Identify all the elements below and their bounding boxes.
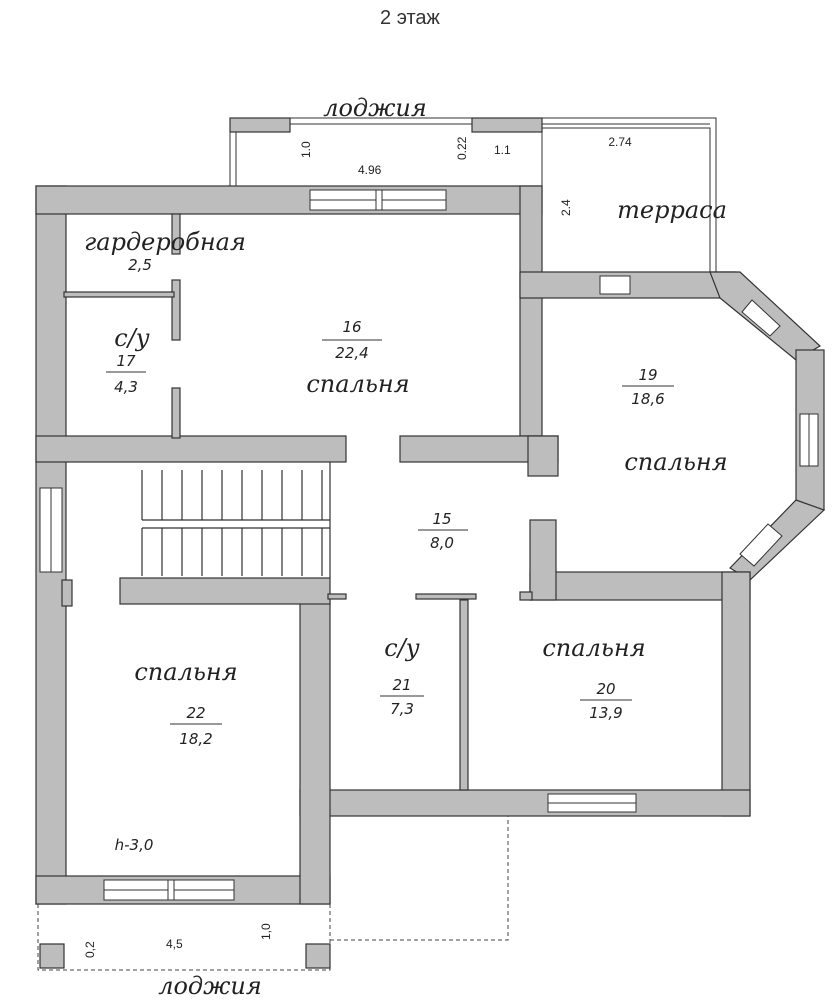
bedroom-19-label: спальня [624,448,727,476]
bath-21-number: 21 [392,676,411,694]
bath-left-area: 4,3 [114,378,138,396]
loggia-bottom-depth: 1,0 [259,923,273,940]
room-labels: гардеробная 2,5 с/у 17 4,3 16 22,4 спаль… [84,228,727,854]
loggia-top-label: лоджия [323,94,427,122]
bedroom-16-label: спальня [306,370,409,398]
bedroom-20-area: 13,9 [589,704,622,722]
terrace-depth: 2.4 [559,199,573,216]
loggia-top-dim-a: 0.22 [455,136,469,160]
windows [39,189,819,901]
loggia-bottom-label: лоджия [158,972,262,1000]
loggia-top-dim-b: 1.1 [494,143,511,157]
loggia-bottom: лоджия 4,5 1,0 0,2 [37,816,509,1000]
loggia-top-width: 4.96 [358,163,382,177]
terrace-width: 2.74 [608,135,632,149]
bedroom-16-number: 16 [342,318,361,336]
bedroom-22-number: 22 [186,704,205,722]
hall-15-number: 15 [432,510,451,528]
ceiling-height-note: h-3,0 [115,836,154,854]
terrace-label: терраса [617,196,727,224]
bedroom-20-label: спальня [542,634,645,662]
bedroom-22-area: 18,2 [179,730,212,748]
loggia-bottom-width: 4,5 [166,937,183,951]
hall-15-area: 8,0 [430,534,454,552]
floor-title: 2 этаж [380,7,441,29]
bath-left-label: с/у [114,324,150,352]
wardrobe-label: гардеробная [84,228,246,256]
bedroom-19-number: 19 [638,366,657,384]
bedroom-16-area: 22,4 [335,344,368,362]
loggia-top-depth: 1.0 [299,141,313,158]
bedroom-19-area: 18,6 [631,390,664,408]
staircase [141,462,331,578]
bath-left-number: 17 [116,352,136,370]
terrace: 2.74 2.4 терраса [541,127,727,273]
bedroom-20-number: 20 [596,680,615,698]
bedroom-22-label: спальня [134,658,237,686]
loggia-bottom-dim-a: 0,2 [83,941,97,958]
loggia-top: лоджия 4.96 1.0 0.22 1.1 [229,94,717,272]
wardrobe-area: 2,5 [128,256,152,274]
bath-21-area: 7,3 [390,700,414,718]
bath-21-label: с/у [384,634,420,662]
partitions [63,213,533,791]
